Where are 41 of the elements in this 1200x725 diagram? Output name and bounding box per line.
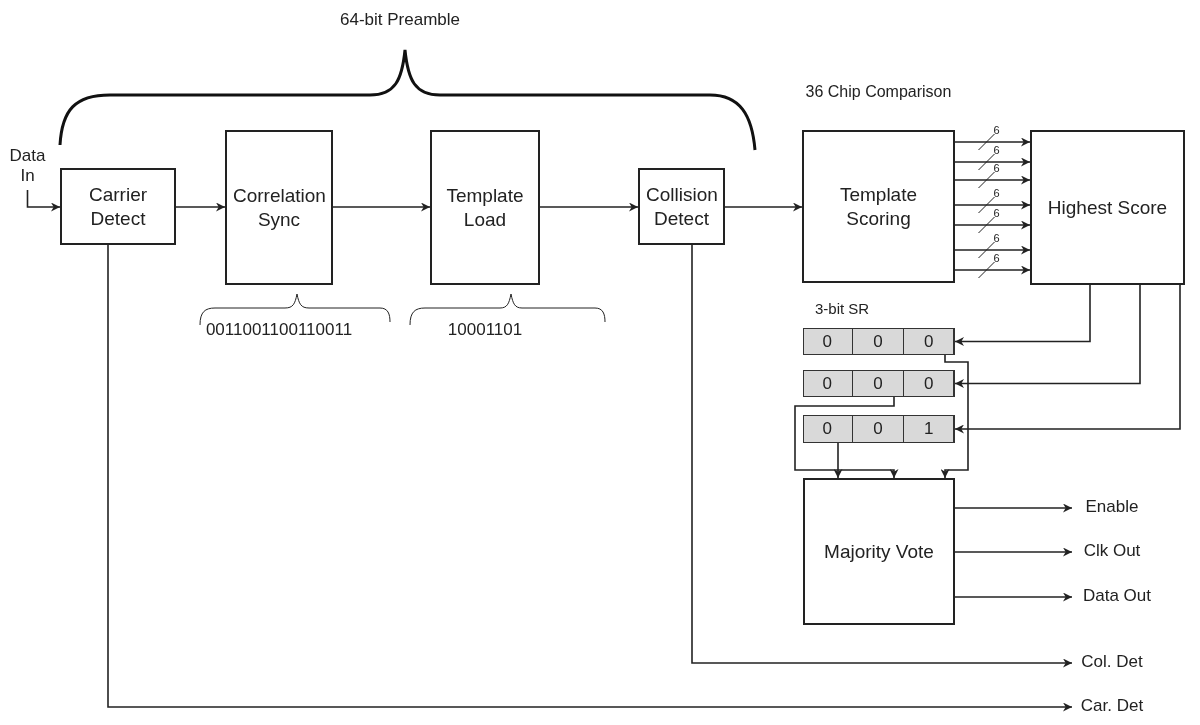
register-cell: 0 bbox=[802, 371, 854, 396]
edge-label: 6 bbox=[993, 162, 1000, 174]
signal-label: Data In bbox=[5, 146, 50, 190]
register-cell: 0 bbox=[802, 416, 854, 442]
edge-label: 6 bbox=[993, 252, 1000, 264]
edge-label: 6 bbox=[993, 144, 1000, 156]
edge-label: 6 bbox=[993, 207, 1000, 219]
block-box bbox=[638, 168, 725, 245]
block-label: Correlation Sync bbox=[233, 183, 325, 232]
block-label: Collision Detect bbox=[646, 182, 717, 231]
register-cell: 0 bbox=[853, 329, 904, 354]
register-cell: 0 bbox=[802, 329, 854, 354]
block-heading: 36 Chip Comparison bbox=[804, 82, 953, 102]
edge-label: 6 bbox=[993, 187, 1000, 199]
bit-pattern: 10001101 bbox=[447, 320, 523, 340]
shift-register-row bbox=[803, 370, 955, 397]
signal-label: Clk Out bbox=[1072, 541, 1152, 563]
signal-label: Car. Det bbox=[1072, 696, 1152, 718]
block-box bbox=[1030, 130, 1185, 285]
edge-label: 6 bbox=[993, 124, 1000, 136]
block-label: Highest Score bbox=[1047, 195, 1168, 220]
register-cell: 0 bbox=[853, 416, 904, 442]
register-cell: 1 bbox=[903, 416, 955, 442]
signal-label: Enable bbox=[1072, 497, 1152, 519]
signal-label: Data Out bbox=[1072, 586, 1162, 608]
block-label: Carrier Detect bbox=[87, 182, 149, 231]
edge-label: 6 bbox=[993, 232, 1000, 244]
register-cell: 0 bbox=[903, 329, 955, 354]
shift-register-row bbox=[803, 415, 955, 443]
register-cell: 0 bbox=[853, 371, 904, 396]
block-label: Template Scoring bbox=[838, 182, 919, 231]
register-cell: 0 bbox=[903, 371, 955, 396]
annotation: 64-bit Preamble bbox=[340, 10, 460, 30]
bit-pattern: 0011001100110011 bbox=[205, 320, 353, 340]
block-box bbox=[803, 478, 955, 625]
block-box bbox=[60, 168, 176, 245]
annotation: 3-bit SR bbox=[815, 300, 870, 317]
block-label: Majority Vote bbox=[824, 539, 934, 564]
shift-register-row bbox=[803, 328, 955, 355]
block-label: Template Load bbox=[445, 183, 525, 232]
signal-label: Col. Det bbox=[1072, 652, 1152, 674]
